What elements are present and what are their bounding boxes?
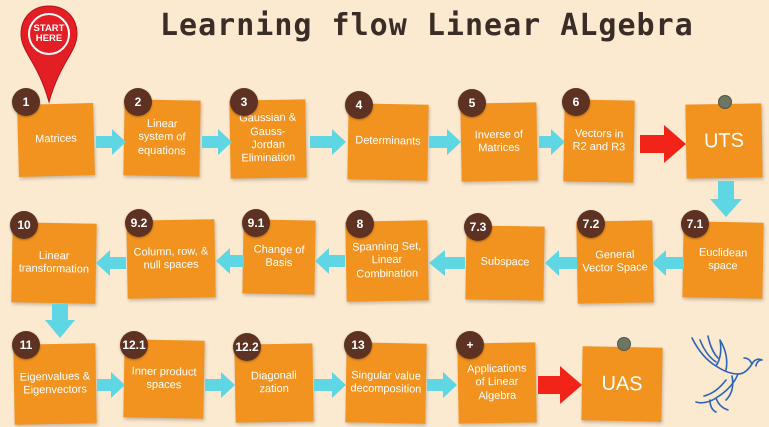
step-badge: 10 [10, 211, 38, 239]
step-label: Gaussian & Gauss-Jordan Elimination [239, 111, 297, 165]
arrow-right-icon [205, 372, 235, 398]
step-label: Euclidean space [698, 246, 748, 273]
arrow-left-icon [545, 250, 577, 276]
arrow-right-icon [429, 129, 461, 155]
exam-card-uts: UTS [685, 103, 763, 179]
arrow-right-icon [96, 129, 126, 155]
step-label: Singular value decomposition [350, 368, 422, 396]
exam-label: UTS [703, 129, 745, 153]
step-label: Inverse of Matrices [474, 128, 524, 155]
step-badge: 9.1 [242, 209, 270, 237]
step-badge: + [456, 331, 484, 359]
arrow-right-icon [539, 129, 565, 155]
arrow-down-icon [710, 181, 742, 217]
step-label: Subspace [480, 255, 530, 269]
step-label: Inner product spaces [131, 365, 197, 392]
step-badge: 13 [344, 331, 372, 359]
step-label: Eigenvalues & Eigenvectors [19, 369, 91, 397]
arrow-right-icon [202, 129, 232, 155]
step-badge: 11 [12, 331, 40, 359]
step-label: Linear transformation [18, 249, 90, 276]
step-badge: 7.3 [464, 213, 492, 241]
pin-icon [718, 95, 732, 109]
exam-label: UAS [601, 372, 643, 396]
dove-icon [691, 335, 763, 413]
step-badge: 12.1 [120, 331, 148, 359]
step-label: Column, row, & null spaces [133, 244, 209, 272]
step-badge: 2 [124, 88, 152, 116]
arrow-down-icon [45, 304, 75, 338]
arrow-left-icon [315, 248, 345, 274]
step-label: Determinants [355, 134, 421, 148]
arrow-left-icon [652, 250, 684, 276]
start-marker-icon [20, 5, 78, 104]
arrow-left-icon [96, 250, 126, 276]
step-label: Linear system of equations [137, 117, 186, 158]
arrow-right-icon [427, 372, 457, 398]
step-badge: 6 [562, 88, 590, 116]
step-badge: 9.2 [125, 209, 153, 237]
step-label: Diagonali zation [250, 369, 297, 396]
step-badge: 3 [230, 88, 258, 116]
arrow-left-icon [429, 250, 465, 276]
arrow-right-icon [97, 372, 125, 398]
arrow-left-icon [216, 248, 244, 274]
step-badge: 12.2 [233, 333, 261, 361]
exam-arrow-icon [538, 366, 582, 404]
step-badge: 7.1 [681, 210, 709, 238]
start-marker-label: START HERE [33, 23, 65, 44]
step-badge: 1 [12, 88, 40, 116]
step-label: Applications of Linear Algebra [466, 362, 527, 403]
exam-card-uas: UAS [581, 346, 663, 422]
exam-arrow-icon [640, 125, 686, 163]
step-label: General Vector Space [582, 248, 648, 275]
step-badge: 4 [345, 91, 373, 119]
pin-icon [617, 337, 631, 351]
page-title: Learning flow Linear ALgebra [160, 8, 694, 43]
arrow-right-icon [310, 129, 346, 155]
arrow-right-icon [314, 372, 346, 398]
step-label: Spanning Set, Linear Combination [352, 240, 422, 281]
step-badge: 7.2 [577, 210, 605, 238]
step-label: Matrices [35, 132, 77, 146]
step-label: Change of Basis [253, 243, 305, 270]
step-badge: 5 [458, 89, 486, 117]
step-label: Vectors in R2 and R3 [572, 127, 626, 154]
step-badge: 8 [346, 210, 374, 238]
